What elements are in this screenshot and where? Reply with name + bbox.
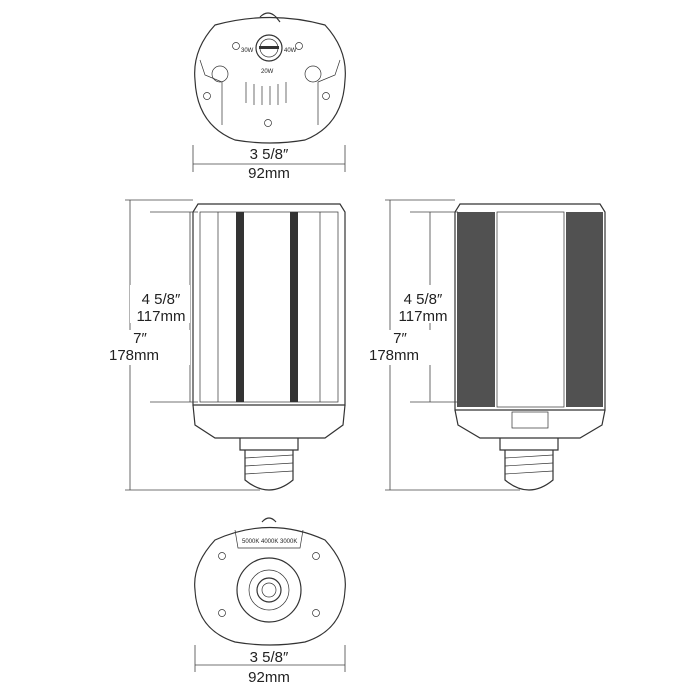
cct-4000k: 4000K	[261, 539, 278, 545]
side-height-mm: 178mm	[369, 347, 419, 364]
side-view: 4 5/8″ 117mm 7″ 178mm	[369, 199, 606, 491]
label-30w: 30W	[241, 48, 254, 54]
top-width-in: 3 5/8″	[250, 146, 289, 163]
front-body-in: 4 5/8″	[142, 291, 181, 308]
side-height-in: 7″	[393, 330, 407, 347]
bottom-width-mm: 92mm	[248, 669, 290, 686]
label-40w: 40W	[284, 48, 297, 54]
front-view: 4 5/8″ 117mm 7″ 178mm	[109, 199, 346, 491]
front-body-mm: 117mm	[137, 308, 186, 325]
side-body-in: 4 5/8″	[404, 291, 443, 308]
side-body-mm: 117mm	[399, 308, 448, 325]
front-height-in: 7″	[133, 330, 147, 347]
label-20w: 20W	[261, 69, 274, 75]
top-view: 30W 40W 20W 3 5/8″ 92mm	[192, 12, 346, 182]
bottom-view: 5000K 4000K 3000K 3 5/8″ 92mm	[194, 517, 346, 686]
front-height-mm: 178mm	[109, 347, 159, 364]
cct-3000k: 3000K	[280, 539, 297, 545]
top-width-mm: 92mm	[248, 165, 290, 182]
bottom-width-in: 3 5/8″	[250, 649, 289, 666]
cct-5000k: 5000K	[242, 539, 259, 545]
